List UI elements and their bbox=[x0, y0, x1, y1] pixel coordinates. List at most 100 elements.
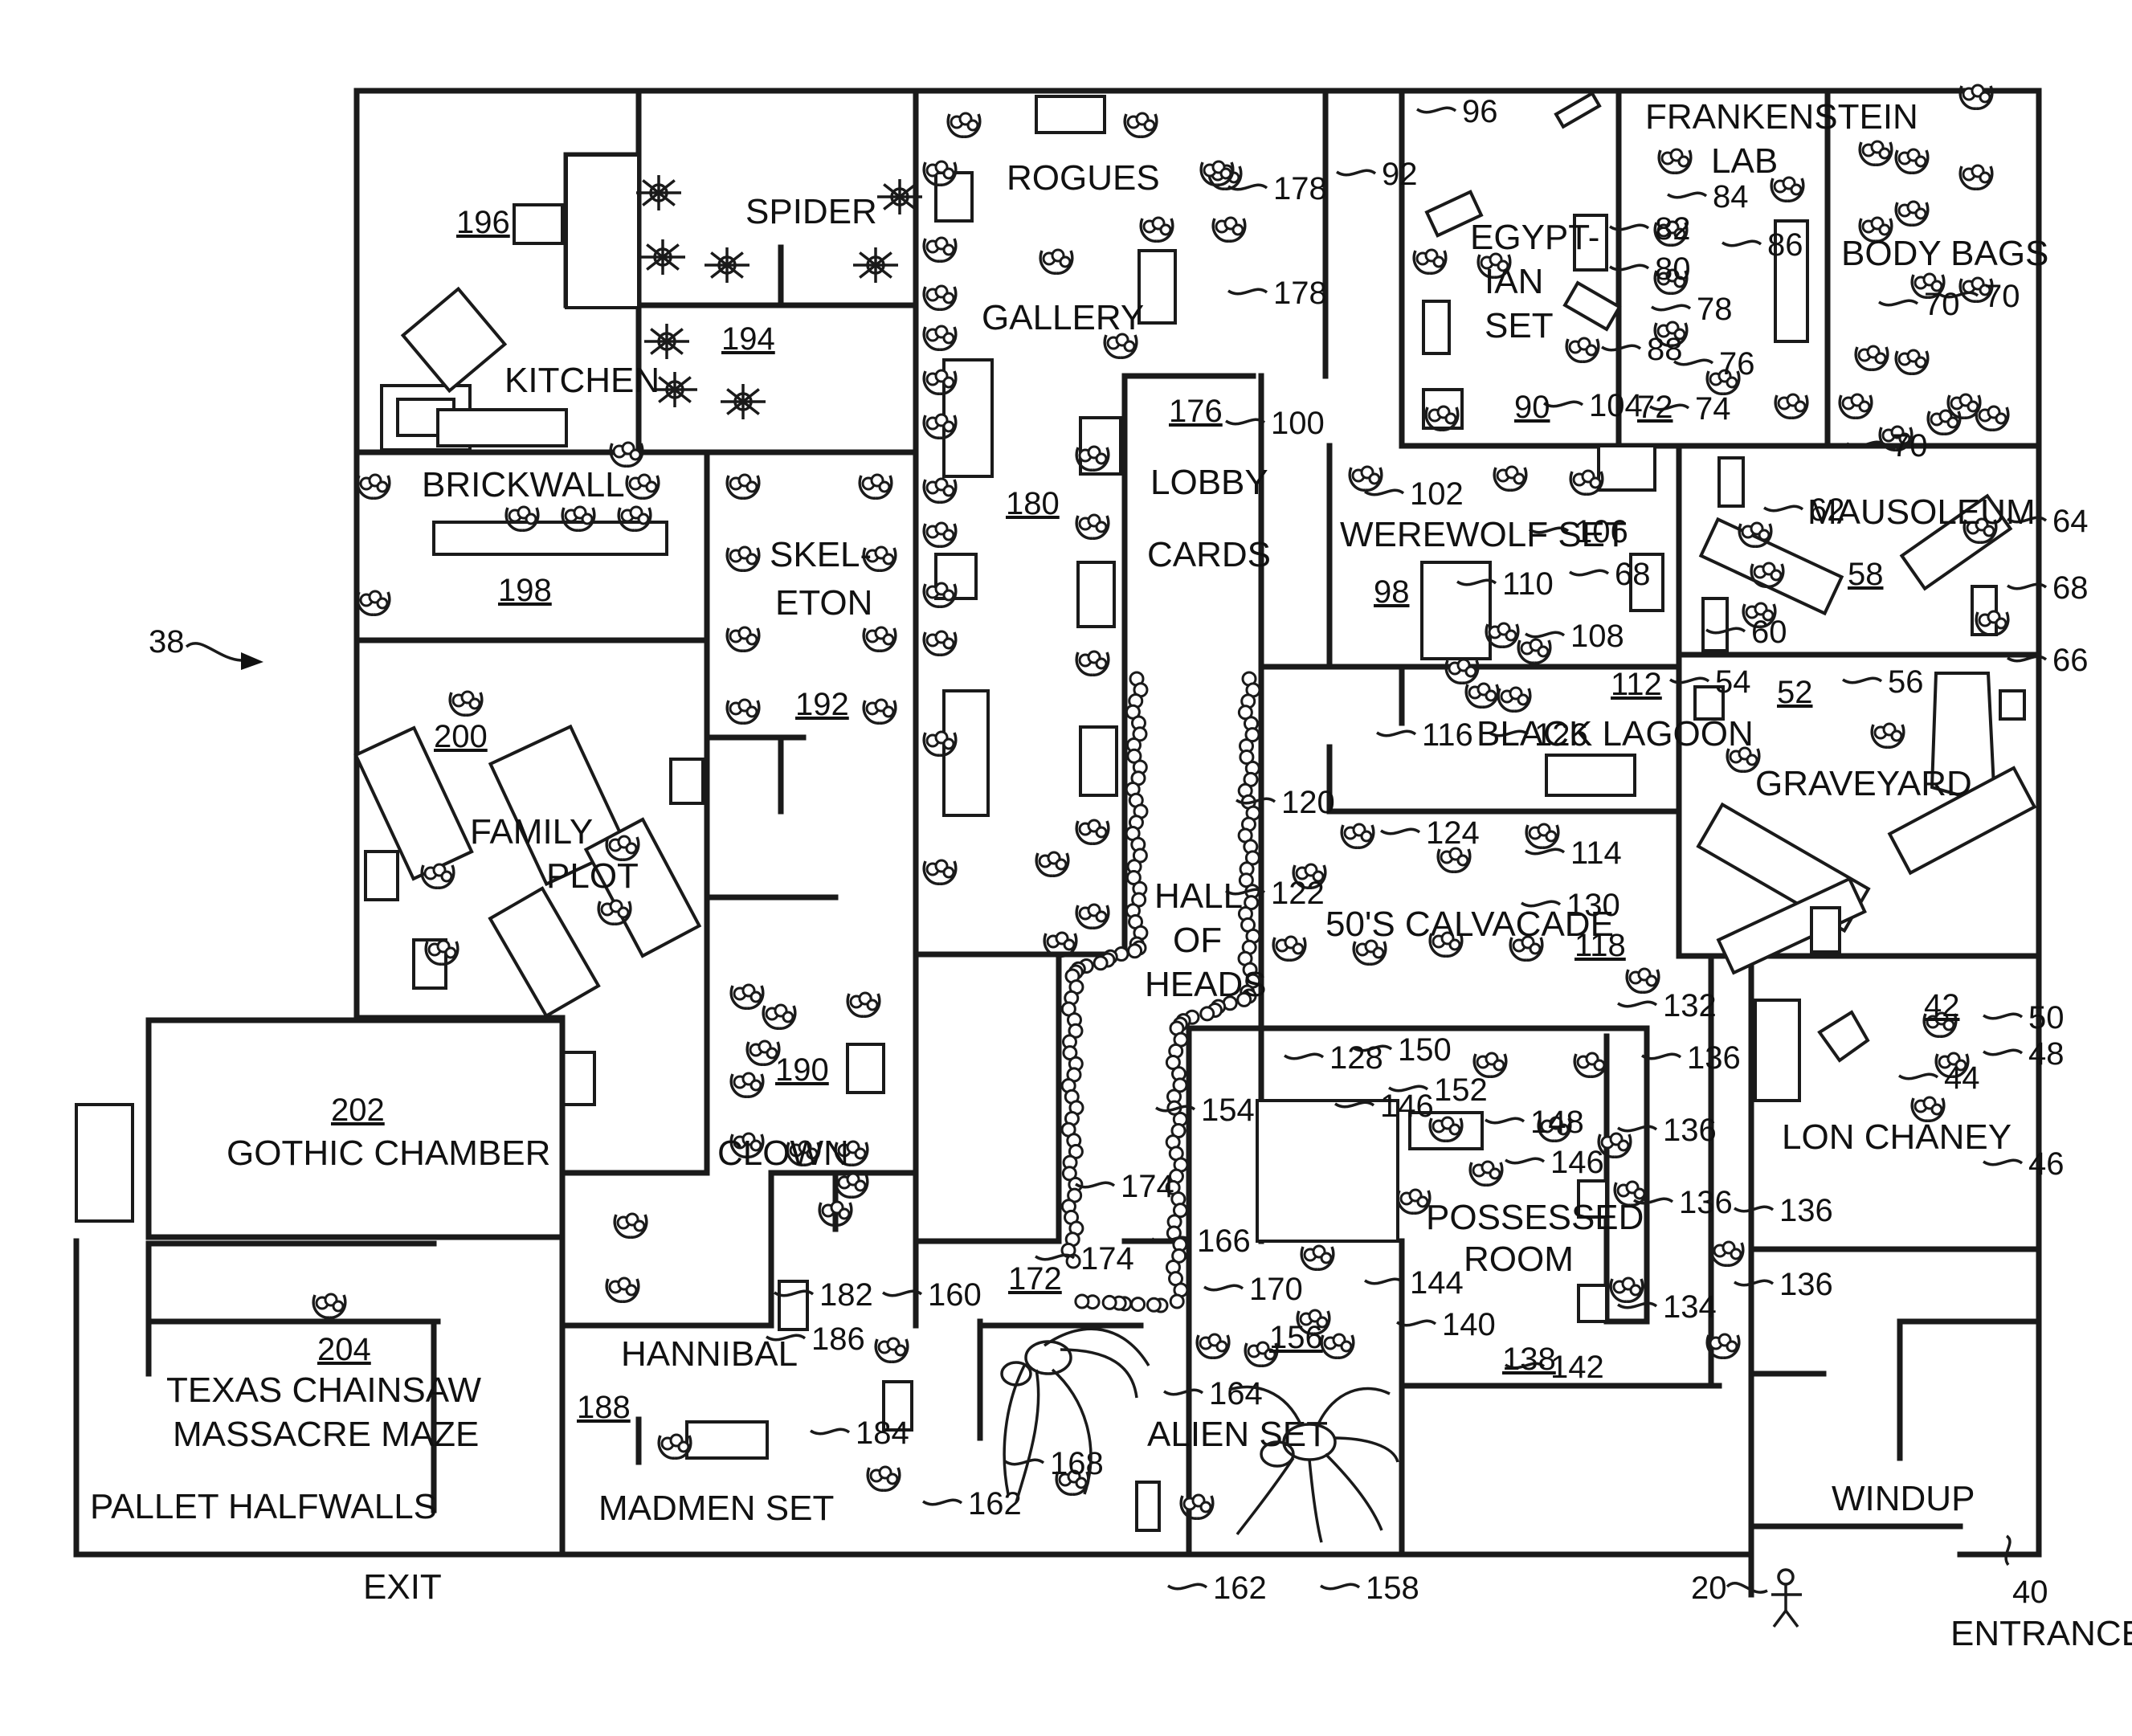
figure-symbol bbox=[1141, 218, 1173, 241]
figure-symbol bbox=[1321, 1334, 1354, 1358]
figure-symbol bbox=[1711, 1242, 1743, 1265]
room-num-alien: 156 bbox=[1269, 1320, 1323, 1355]
reference-number: 132 bbox=[1663, 988, 1717, 1023]
reference-number: 186 bbox=[811, 1321, 865, 1357]
room-num-calvacade: 118 bbox=[1574, 928, 1626, 963]
room-name-kitchen: KITCHEN bbox=[504, 361, 660, 400]
reference-number: 140 bbox=[1442, 1307, 1496, 1342]
exit-label: EXIT bbox=[363, 1567, 442, 1607]
props bbox=[356, 93, 2035, 1530]
figure-symbol bbox=[313, 1294, 345, 1317]
reference-number: 82 bbox=[1655, 211, 1691, 247]
reference-number: 70 bbox=[1924, 287, 1960, 322]
figure-symbol bbox=[864, 627, 896, 651]
figure-symbol bbox=[1860, 141, 1892, 165]
figure-symbol bbox=[924, 238, 956, 261]
room-name-frankenstein: FRANKENSTEIN bbox=[1645, 97, 1918, 137]
alien-corridor-number: 172 bbox=[1008, 1261, 1062, 1297]
figure-symbol bbox=[1518, 639, 1550, 663]
figure-symbol bbox=[1125, 113, 1157, 137]
figure-symbol bbox=[835, 1174, 868, 1197]
figure-symbol bbox=[1076, 515, 1109, 538]
head-bead bbox=[1103, 1296, 1116, 1309]
room-name-family: FAMILY bbox=[470, 812, 593, 852]
reference-number: 178 bbox=[1273, 171, 1327, 206]
leader-line bbox=[1722, 241, 1761, 245]
room-num-texas: 204 bbox=[317, 1332, 371, 1367]
figure-symbol bbox=[924, 286, 956, 309]
figure-symbol bbox=[1040, 250, 1072, 273]
figure-symbol bbox=[1494, 467, 1526, 490]
figure-symbol bbox=[1036, 852, 1068, 876]
reference-number: 104 bbox=[1589, 388, 1643, 423]
room-name-cards: CARDS bbox=[1147, 535, 1271, 574]
figure-symbol bbox=[727, 475, 759, 498]
room-num-brickwall: 198 bbox=[498, 573, 552, 608]
reference-number: 54 bbox=[1715, 664, 1751, 700]
head-bead bbox=[1076, 1295, 1088, 1308]
figure-symbol bbox=[627, 475, 659, 498]
reference-number: 86 bbox=[1767, 227, 1803, 263]
reference-number: 120 bbox=[1281, 785, 1335, 820]
room-name-lonchaney: LON CHANEY bbox=[1782, 1117, 2012, 1157]
leader-line bbox=[1005, 1460, 1044, 1464]
reference-number: 80 bbox=[1655, 251, 1691, 287]
reference-number: 148 bbox=[1530, 1105, 1584, 1140]
figure-symbol bbox=[1076, 820, 1109, 843]
figure-symbol bbox=[1872, 724, 1904, 747]
figure-symbol bbox=[357, 475, 390, 498]
leader-line bbox=[1668, 193, 1706, 197]
leader-line bbox=[1168, 1584, 1207, 1588]
leader-line bbox=[1204, 1285, 1243, 1289]
spider-icon bbox=[853, 247, 898, 283]
room-name-rogues: ROGUES bbox=[1007, 158, 1160, 198]
leader-line bbox=[1381, 829, 1419, 833]
room-name-graveyard: GRAVEYARD bbox=[1755, 764, 1972, 803]
leader-line bbox=[1899, 1074, 1938, 1078]
figure-symbol bbox=[1486, 623, 1518, 647]
leader-line bbox=[1570, 570, 1608, 574]
reference-number: 136 bbox=[1687, 1040, 1741, 1076]
figure-symbol bbox=[747, 1041, 779, 1064]
reference-number: 68 bbox=[2052, 570, 2089, 606]
reference-number: 84 bbox=[1713, 179, 1749, 214]
room-num-kitchen: 196 bbox=[456, 205, 510, 240]
entrance-label: ENTRANCE bbox=[1950, 1614, 2132, 1653]
figure-symbol bbox=[1342, 824, 1374, 848]
figure-symbol bbox=[1574, 1053, 1607, 1076]
reference-number: 116 bbox=[1422, 717, 1473, 753]
room-name-lab: LAB bbox=[1711, 141, 1778, 181]
reference-number: 102 bbox=[1410, 476, 1464, 512]
reference-number: 150 bbox=[1398, 1032, 1452, 1068]
leader-line bbox=[1879, 300, 1918, 304]
figure-symbol bbox=[868, 1467, 900, 1490]
reference-number: 142 bbox=[1550, 1350, 1604, 1385]
reference-number: 164 bbox=[1209, 1376, 1263, 1411]
figure-symbol bbox=[1566, 338, 1599, 361]
reference-number: 114 bbox=[1570, 835, 1622, 871]
reference-number: 136 bbox=[1779, 1193, 1833, 1228]
leader-line bbox=[1764, 506, 1803, 510]
reference-number: 68 bbox=[1615, 557, 1651, 592]
figure-symbol bbox=[1707, 1334, 1739, 1358]
figure-symbol bbox=[1446, 660, 1478, 683]
figure-symbol bbox=[1438, 848, 1470, 872]
reference-number: 134 bbox=[1663, 1289, 1717, 1325]
reference-number: 122 bbox=[1271, 876, 1325, 911]
room-num-clown: 190 bbox=[775, 1052, 829, 1088]
figure-symbol bbox=[1197, 1334, 1229, 1358]
reference-number: 154 bbox=[1201, 1093, 1255, 1128]
visitor-number: 20 bbox=[1691, 1571, 1727, 1606]
reference-number: 70 bbox=[1984, 279, 2020, 314]
spider-icon bbox=[644, 324, 689, 359]
figure-symbol bbox=[1896, 350, 1928, 374]
leader-line bbox=[1983, 1160, 2022, 1164]
figure-symbol bbox=[924, 326, 956, 349]
leader-line bbox=[1228, 289, 1267, 293]
head-bead bbox=[1201, 1007, 1214, 1020]
reference-number: 170 bbox=[1249, 1272, 1303, 1307]
room-num-gothic: 202 bbox=[331, 1093, 385, 1128]
figure-symbol bbox=[731, 1073, 763, 1097]
room-name-skeleton-2: ETON bbox=[775, 583, 872, 623]
